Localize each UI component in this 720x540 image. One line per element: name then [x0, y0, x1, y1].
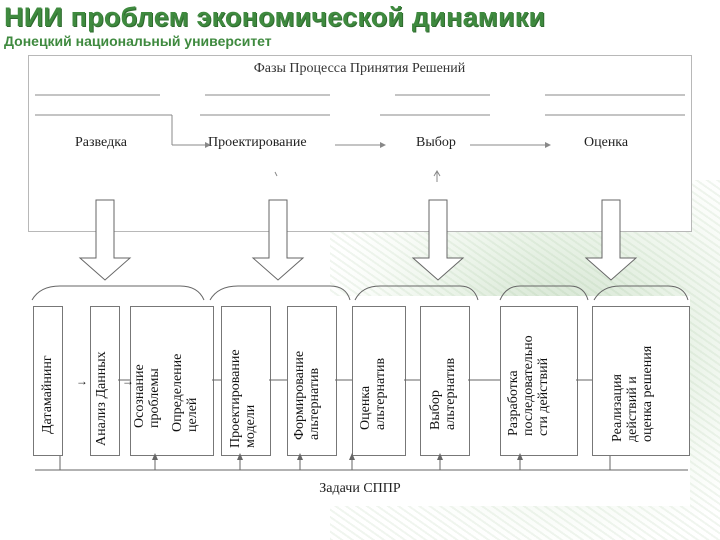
phase-down-arrows — [78, 199, 638, 281]
task-box-implementation — [592, 306, 690, 456]
task-box-alternatives-eval — [352, 306, 406, 456]
phases-title: Фазы Процесса Принятия Решений — [253, 61, 466, 76]
page-title: НИИ проблем экономической динамики — [4, 2, 546, 32]
feedback-lines — [35, 456, 688, 471]
phase-choice: Выбор — [416, 135, 456, 150]
phase-design: Проектирование — [208, 135, 307, 150]
tasks-label: Задачи СППР — [319, 481, 401, 496]
page-subtitle: Донецкий национальный университет — [4, 33, 272, 49]
down-arrow-choice — [411, 199, 465, 281]
task-box-alternatives-choice — [420, 306, 470, 456]
feedback-arrowheads — [152, 453, 523, 460]
phase-small-arrowheads — [205, 142, 551, 148]
down-arrow-evaluation — [584, 199, 638, 281]
phase-evaluation: Оценка — [584, 135, 629, 150]
phase-separator-lines — [35, 94, 685, 146]
down-arrow-design — [251, 199, 305, 281]
phase-tick-marks — [274, 170, 441, 182]
task-box-model-design — [221, 306, 271, 456]
task-box-problem — [130, 306, 214, 456]
phases-panel — [28, 55, 692, 232]
phase-intelligence: Разведка — [75, 135, 128, 150]
task-box-data-mining — [33, 306, 63, 456]
task-box-action-plan — [500, 306, 578, 456]
down-arrow-intelligence — [78, 199, 132, 281]
task-box-alternatives-forming — [287, 306, 337, 456]
task-box-data-analysis — [90, 306, 120, 456]
task-group-brackets — [31, 285, 689, 301]
